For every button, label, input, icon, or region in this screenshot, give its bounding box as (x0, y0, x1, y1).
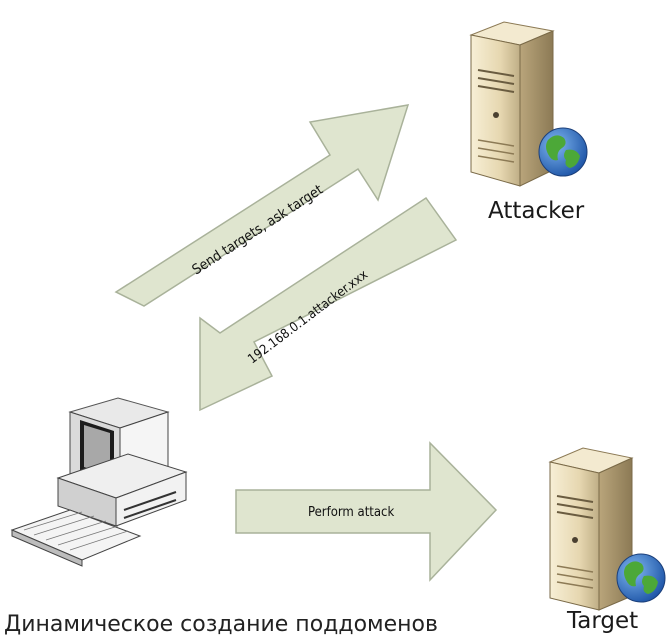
arrow-perform-attack-label: Perform attack (308, 505, 394, 520)
attacker-globe-icon (538, 127, 588, 177)
target-server-icon (548, 447, 666, 611)
diagram-caption: Динамическое создание поддоменов (4, 612, 438, 636)
target-label: Target (567, 608, 639, 634)
attacker-label: Attacker (488, 198, 585, 224)
target-globe-icon (616, 553, 666, 603)
desktop-computer-icon (10, 397, 188, 567)
arrow-perform-attack: Perform attack (235, 441, 498, 582)
attacker-server-icon (469, 21, 588, 187)
arrow-send-targets-label: Send targets, ask target (189, 182, 326, 278)
